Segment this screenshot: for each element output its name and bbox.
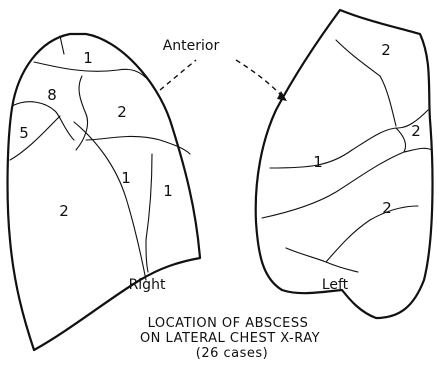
left-lung-outline [256, 10, 433, 318]
caption-line-3: (26 cases) [196, 346, 268, 361]
right-lung-boundary-middle-lower [86, 136, 190, 154]
left-lung-boundary-diaphragm [326, 206, 418, 262]
right-region-apex: 1 [83, 49, 93, 67]
left-region-base: 2 [382, 199, 392, 217]
left-lung [256, 10, 433, 318]
right-lung-boundary-apex-divider [60, 36, 64, 54]
left-region-middle: 1 [313, 153, 323, 171]
anterior-leader-right [160, 60, 196, 90]
right-region-posterior: 1 [163, 182, 173, 200]
right-lung-boundary-oblique [74, 122, 146, 280]
right-region-middle: 2 [117, 103, 127, 121]
right-lung-label: Right [129, 277, 166, 293]
right-lung-boundary-posterior [146, 154, 152, 272]
caption-line-2: ON LATERAL CHEST X-RAY [140, 331, 320, 346]
anterior-leader-left [236, 60, 282, 96]
right-region-lateral: 5 [19, 124, 29, 142]
left-region-apex: 2 [381, 41, 391, 59]
anterior-label: Anterior [163, 38, 220, 54]
left-lung-boundary-right-mid [396, 128, 406, 152]
left-region-mid-right: 2 [411, 122, 421, 140]
right-lung-boundary-upper-middle [76, 76, 88, 150]
right-lung-boundary-lateral-bottom [10, 116, 60, 160]
left-lung-boundary-base [286, 248, 358, 272]
left-lung-label: Left [322, 277, 349, 293]
right-region-upper: 8 [47, 86, 57, 104]
right-region-base: 2 [59, 202, 69, 220]
right-region-inner-lower: 1 [121, 169, 131, 187]
left-lung-boundary-lower [262, 148, 432, 218]
caption-line-1: LOCATION OF ABSCESS [148, 316, 309, 331]
